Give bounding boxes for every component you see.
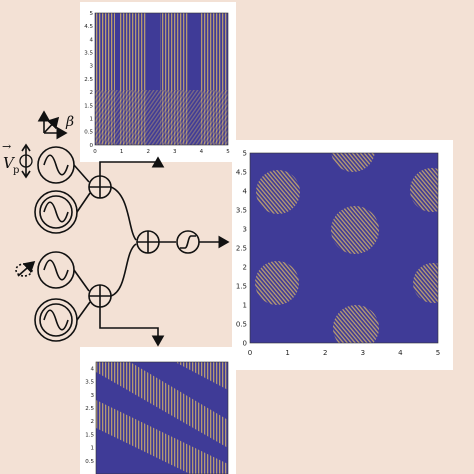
top-y-tick-label: 2.5	[84, 77, 93, 83]
top-x-tick-label: 1	[120, 149, 124, 155]
right-y-tick-label: 2	[243, 263, 247, 271]
top-plot-panel: 0 0.5 1 1.5 2 2.5 3 3.5 4 4.5 5 0 1 2 3 4 5	[80, 2, 236, 162]
right-x-tick-label: 2	[323, 349, 327, 357]
bottom-y-tick-label: 4	[91, 366, 95, 372]
top-x-tick-label: 5	[226, 149, 230, 155]
link-top-to-main	[110, 186, 137, 241]
right-plot-panel: 0 0.5 1 1.5 2 2.5 3 3.5 4 4.5 5 0 1 2 3 4 5	[232, 140, 453, 370]
top-y-tick-label: 3.5	[84, 51, 93, 57]
top-plot-y-ticks: 0 0.5 1 1.5 2 2.5 3 3.5 4 4.5 5	[84, 11, 93, 149]
right-y-tick-label: 0.5	[236, 320, 247, 328]
phase-circle-icon	[19, 154, 33, 168]
right-y-tick-label: 1	[243, 301, 247, 309]
vp-sub: p	[13, 165, 19, 176]
top-plot-x-ticks: 0 1 2 3 4 5	[93, 149, 230, 155]
bottom-plot-panel: 0.5 1 1.5 2 2.5 3 3.5 4	[80, 347, 236, 474]
right-x-tick-label: 3	[361, 349, 365, 357]
top-x-tick-label: 2	[146, 149, 150, 155]
summer-main-icon	[136, 230, 160, 254]
right-x-tick-label: 0	[248, 349, 252, 357]
beta-label: β	[65, 114, 74, 130]
vp-arrow: →	[2, 140, 11, 153]
bottom-y-tick-label: 3	[91, 393, 95, 399]
top-y-tick-label: 4	[90, 37, 94, 43]
top-y-tick-label: 3	[90, 64, 94, 70]
right-plot-x-ticks: 0 1 2 3 4 5	[248, 349, 440, 357]
right-plot-y-ticks: 0 0.5 1 1.5 2 2.5 3 3.5 4 4.5 5	[236, 149, 248, 347]
bottom-y-tick-label: 2.5	[85, 406, 94, 412]
top-x-tick-label: 3	[173, 149, 177, 155]
top-y-tick-label: 4.5	[84, 24, 93, 30]
top-x-tick-label: 4	[200, 149, 204, 155]
top-y-tick-label: 0	[90, 143, 94, 149]
bottom-y-tick-label: 0.5	[85, 459, 94, 465]
right-y-tick-label: 4.5	[236, 168, 247, 176]
bottom-output-line	[99, 307, 165, 347]
summer-top-icon	[88, 175, 112, 199]
schematic	[15, 110, 230, 347]
right-x-tick-label: 1	[285, 349, 289, 357]
right-y-tick-label: 3.5	[236, 206, 247, 214]
double-arrow-icon	[21, 143, 31, 179]
right-y-tick-label: 1.5	[236, 282, 247, 290]
link-bottom-to-main	[110, 243, 137, 297]
top-output-line	[99, 156, 165, 176]
right-plot-border	[249, 152, 439, 344]
right-plot-blobs	[255, 153, 438, 343]
bottom-plot-stripes	[96, 362, 228, 474]
right-y-tick-label: 0	[243, 339, 247, 347]
right-x-tick-label: 5	[436, 349, 440, 357]
top-y-tick-label: 1.5	[84, 103, 93, 109]
right-y-tick-label: 4	[243, 187, 248, 195]
top-y-tick-label: 0.5	[84, 130, 93, 136]
vp-label: → V p	[2, 140, 19, 176]
top-y-tick-label: 2	[90, 90, 94, 96]
bottom-y-tick-label: 1	[91, 446, 95, 452]
top-plot-border	[94, 12, 229, 146]
top-y-tick-label: 1	[90, 117, 94, 123]
right-x-tick-label: 4	[398, 349, 403, 357]
vp-base: V	[3, 154, 16, 172]
bottom-y-tick-label: 2	[91, 419, 95, 425]
right-y-tick-label: 2.5	[236, 244, 247, 252]
bottom-plot-border	[95, 361, 229, 474]
axes-symbol	[37, 110, 68, 140]
top-x-tick-label: 0	[93, 149, 97, 155]
right-y-tick-label: 3	[243, 225, 247, 233]
top-plot-stripes	[95, 13, 228, 145]
summer-bottom-icon	[88, 284, 112, 308]
bottom-y-tick-label: 3.5	[85, 380, 94, 386]
right-y-tick-label: 5	[243, 149, 247, 157]
bottom-y-tick-label: 1.5	[85, 432, 94, 438]
top-y-tick-label: 5	[90, 11, 94, 17]
bottom-plot-y-ticks: 0.5 1 1.5 2 2.5 3 3.5 4	[85, 366, 94, 464]
